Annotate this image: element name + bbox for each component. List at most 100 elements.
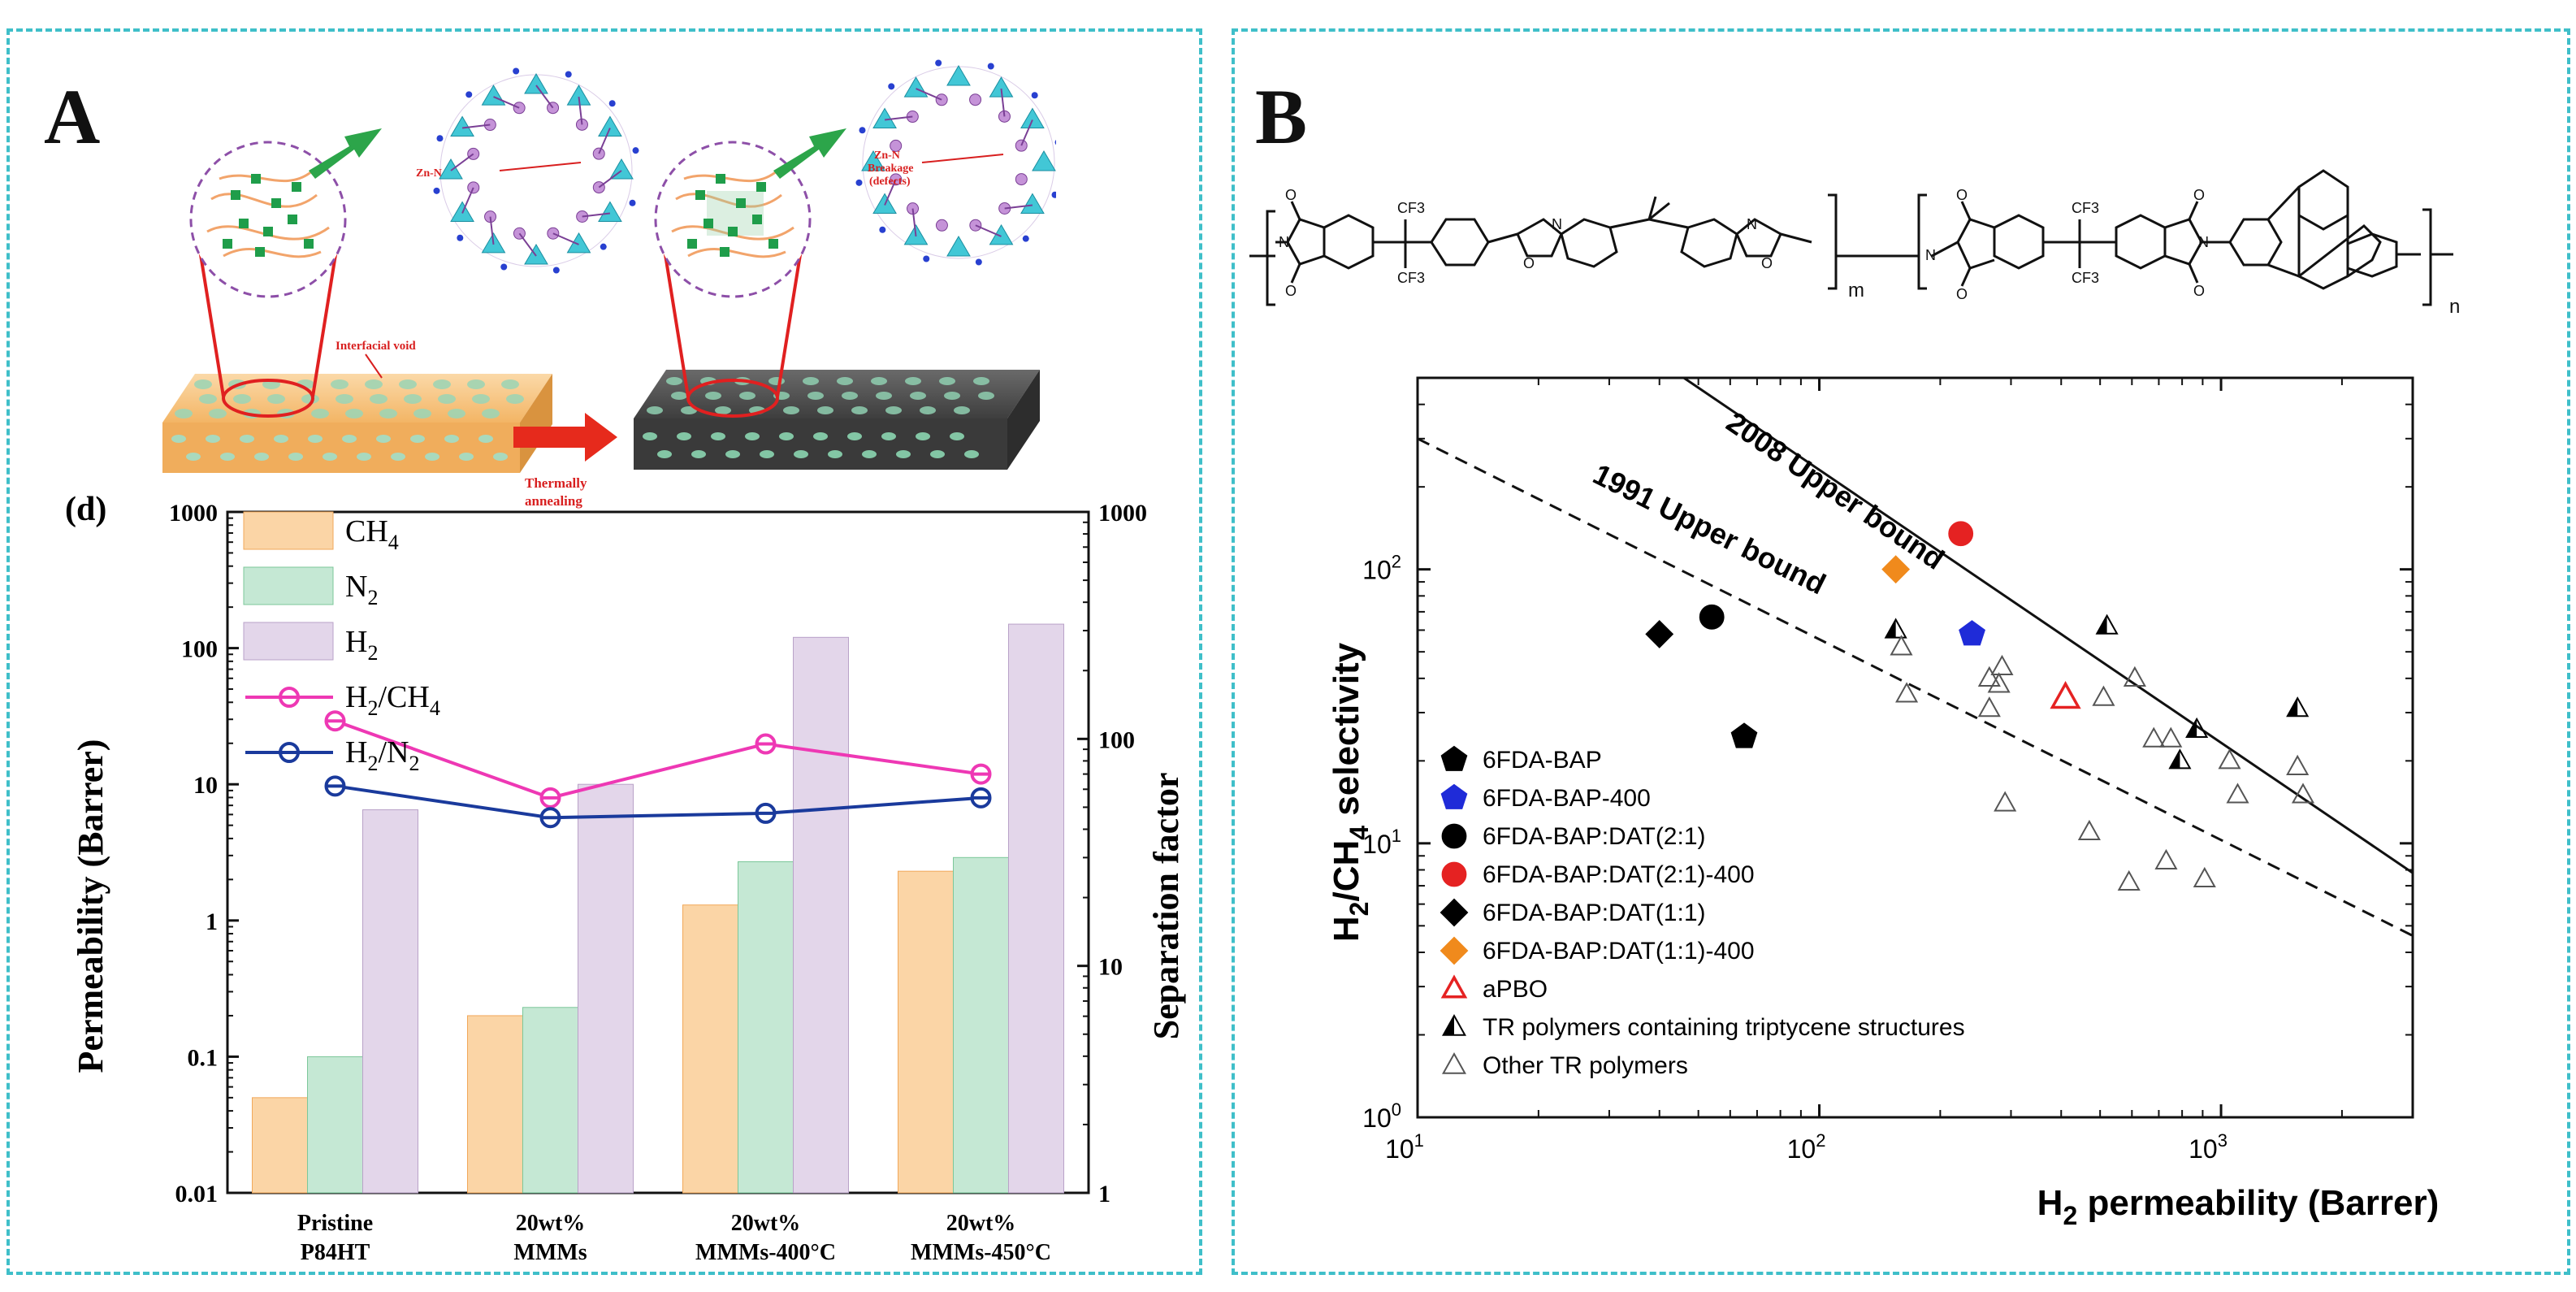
- y-tick-label: 102: [1362, 552, 1401, 585]
- filler-particle: [807, 392, 824, 400]
- svg-text:H2/CH4: H2/CH4: [345, 680, 440, 720]
- filler-particle: [657, 450, 672, 458]
- x-tick-label: 103: [2189, 1130, 2227, 1164]
- zif-crystal-icon: [695, 190, 705, 200]
- filler-particle: [357, 453, 371, 461]
- legend-entry: N2: [243, 566, 378, 609]
- point-6fda-bap-400: [1959, 620, 1985, 646]
- svg-text:aPBO: aPBO: [1483, 976, 1548, 1003]
- svg-text:O: O: [1956, 187, 1968, 203]
- zif-crystal-icon: [720, 247, 730, 257]
- svg-text:H2/N2: H2/N2: [345, 735, 419, 775]
- svg-text:N: N: [1747, 216, 1757, 232]
- zn-tetrahedron-icon: [481, 85, 506, 106]
- point-other-tr-polymers: [1977, 666, 2001, 687]
- filler-particle: [794, 450, 808, 458]
- filler-particle: [905, 377, 921, 385]
- point-other-tr-polymers: [1895, 682, 1919, 703]
- panel-a: [6, 28, 1202, 1275]
- zif-crystal-icon: [736, 198, 746, 208]
- imidazolate-ring-icon: [935, 93, 948, 106]
- zif-crystal-icon: [752, 215, 762, 224]
- legend-entry: aPBO: [1440, 974, 1548, 1003]
- filler-particle: [413, 409, 431, 418]
- point-other-tr-polymers: [1977, 696, 2001, 718]
- point-other-tr-polymers: [2077, 819, 2101, 840]
- filler-particle: [896, 450, 911, 458]
- filler-particle: [739, 392, 755, 400]
- filler-particle: [647, 406, 663, 414]
- filler-particle: [964, 450, 979, 458]
- svg-text:6FDA-BAP:DAT(2:1): 6FDA-BAP:DAT(2:1): [1483, 823, 1706, 850]
- imidazolate-ring-icon: [969, 93, 982, 106]
- point-tr-polymers-containing-triptycene-structures: [1884, 618, 1907, 639]
- imidazolate-ring-icon: [969, 219, 982, 232]
- svg-text:H2: H2: [345, 625, 378, 665]
- filler-particle: [301, 394, 319, 404]
- filler-particle: [288, 453, 303, 461]
- selectivity-axis-label: H2/CH4 selectivity: [1327, 642, 1374, 942]
- zn-tetrahedron-icon: [1020, 193, 1045, 214]
- filler-particle: [916, 432, 930, 440]
- svg-text:N2: N2: [345, 570, 378, 609]
- zif-crystal-icon: [687, 239, 697, 249]
- x-tick-label: 102: [1787, 1130, 1826, 1164]
- filler-particle: [365, 379, 383, 389]
- svg-text:6FDA-BAP-400: 6FDA-BAP-400: [1483, 785, 1651, 812]
- point-tr-polymers-containing-triptycene-structures: [2286, 696, 2310, 718]
- filler-particle: [433, 379, 451, 389]
- svg-text:O: O: [1285, 187, 1297, 203]
- zn-tetrahedron-icon: [566, 85, 591, 106]
- filler-particle: [425, 453, 439, 461]
- cf3-label: CF3: [1397, 270, 1425, 286]
- filler-particle: [274, 435, 288, 443]
- svg-text:N: N: [2198, 234, 2209, 250]
- filler-particle: [803, 377, 819, 385]
- svg-text:N: N: [1925, 247, 1936, 263]
- zif-crystal-icon: [292, 182, 301, 192]
- legend-entry: H2/CH4: [245, 680, 440, 720]
- filler-particle: [254, 453, 269, 461]
- zif-crystal-icon: [231, 190, 240, 200]
- filler-particle: [760, 450, 774, 458]
- x-category-label: Pristine: [297, 1211, 373, 1236]
- filler-particle: [438, 394, 456, 404]
- filler-particle: [910, 392, 926, 400]
- y-tick-label: 0.1: [188, 1044, 219, 1071]
- filler-particle: [851, 406, 868, 414]
- point-other-tr-polymers: [2286, 754, 2310, 775]
- point-other-tr-polymers: [2226, 783, 2249, 804]
- line-h2-n2: [335, 784, 981, 820]
- filler-particle: [220, 453, 235, 461]
- svg-text:O: O: [1761, 255, 1773, 271]
- filler-particle: [506, 394, 524, 404]
- zn-tetrahedron-icon: [1020, 107, 1045, 128]
- filler-particle: [209, 409, 227, 418]
- filler-particle: [376, 435, 391, 443]
- point-other-tr-polymers: [2092, 685, 2115, 706]
- legend-entry: Other TR polymers: [1441, 1051, 1688, 1079]
- filler-particle: [930, 450, 945, 458]
- zn-tetrahedron-icon: [524, 73, 548, 94]
- bar-ch4: [682, 904, 738, 1194]
- filler-particle: [240, 435, 254, 443]
- filler-particle: [391, 453, 405, 461]
- bar-n2: [522, 1007, 578, 1194]
- filler-particle: [671, 392, 687, 400]
- filler-particle: [876, 392, 892, 400]
- zn-tetrahedron-icon: [566, 232, 591, 254]
- legend-entry: 6FDA-BAP-400: [1440, 783, 1651, 812]
- filler-particle: [842, 392, 858, 400]
- bar-ch4: [467, 1015, 523, 1194]
- thermally-label: Thermally: [525, 475, 587, 491]
- filler-particle: [978, 392, 994, 400]
- repeat-n-label: n: [2449, 296, 2460, 318]
- interfacial-void-label: Interfacial void: [336, 340, 416, 353]
- filler-particle: [467, 379, 485, 389]
- filler-particle: [881, 432, 896, 440]
- zn-n-breakage-label-2: Breakage: [868, 163, 914, 175]
- imidazolate-ring-icon: [890, 139, 903, 152]
- legend-entry: 6FDA-BAP:DAT(2:1): [1441, 823, 1706, 850]
- filler-particle: [345, 409, 363, 418]
- filler-particle: [862, 450, 877, 458]
